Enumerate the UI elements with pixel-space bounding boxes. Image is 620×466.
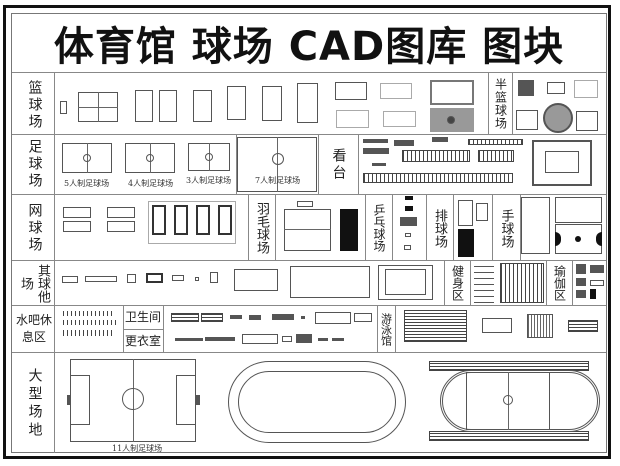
caption-11-a-side: 11人制足球场	[112, 444, 163, 453]
label-tennis: 网球场	[14, 198, 54, 258]
divider	[54, 72, 55, 453]
label-text: 看台	[330, 148, 347, 182]
divider	[470, 260, 471, 305]
label-yoga: 瑜伽区	[546, 262, 572, 304]
label-volleyball: 排球场	[426, 196, 453, 260]
caption-4-a-side: 4人制足球场	[128, 179, 174, 188]
divider	[12, 352, 606, 353]
label-stands: 看台	[318, 140, 358, 190]
divider	[236, 134, 237, 194]
divider	[520, 194, 521, 260]
label-basketball: 篮球场	[14, 78, 54, 132]
divider	[248, 194, 249, 260]
label-other-ball: 其球他场	[14, 262, 54, 304]
divider	[395, 305, 396, 352]
label-text: 半篮球场	[493, 78, 508, 130]
label-text: 网球场	[26, 202, 43, 254]
divider	[12, 260, 606, 261]
divider	[12, 72, 606, 73]
divider	[492, 194, 493, 260]
label-large-venue: 大型场地	[14, 356, 54, 452]
caption-5-a-side: 5人制足球场	[64, 179, 110, 188]
label-half-basketball: 半篮球场	[488, 76, 512, 132]
divider	[377, 305, 378, 352]
divider	[12, 305, 606, 306]
divider	[358, 134, 359, 194]
label-badminton: 羽毛球场	[248, 196, 275, 260]
label-text: 乒乓球场	[372, 204, 386, 252]
label-handball: 手球场	[492, 196, 520, 260]
divider	[572, 260, 573, 305]
divider	[163, 305, 164, 352]
label-text: 其球他场	[18, 263, 50, 303]
label-text: 足球场	[26, 138, 43, 190]
divider	[488, 72, 489, 134]
label-water-bar: 水吧休息区	[14, 307, 54, 351]
label-text: 水吧休息区	[15, 313, 52, 344]
divider	[12, 134, 606, 135]
label-fitness: 健身区	[444, 262, 470, 304]
divider	[426, 194, 427, 260]
divider	[318, 134, 319, 194]
caption-3-a-side: 3人制足球场	[186, 176, 232, 185]
label-text: 羽毛球场	[254, 202, 269, 254]
divider	[123, 305, 124, 352]
divider	[444, 260, 445, 305]
label-text: 手球场	[498, 208, 514, 248]
divider	[512, 72, 513, 134]
label-swimming: 游泳馆	[377, 306, 395, 352]
label-text: 瑜伽区	[552, 265, 567, 301]
divider	[392, 194, 393, 260]
divider	[123, 329, 163, 330]
label-text: 游泳馆	[379, 312, 393, 346]
divider	[275, 194, 276, 260]
outer-frame	[3, 5, 611, 459]
label-text: 健身区	[450, 265, 465, 301]
divider	[546, 260, 547, 305]
label-text: 篮球场	[26, 79, 43, 131]
label-text: 卫生间	[124, 310, 161, 324]
divider	[12, 194, 606, 195]
label-text: 排球场	[432, 208, 447, 248]
label-restroom: 卫生间	[123, 306, 163, 329]
label-text: 大型场地	[26, 368, 43, 440]
page-title: 体育馆 球场 CAD图库 图块	[53, 24, 565, 70]
label-football: 足球场	[14, 137, 54, 191]
divider	[453, 194, 454, 260]
label-table-tennis: 乒乓球场	[365, 196, 392, 260]
divider	[365, 194, 366, 260]
label-locker-room: 更衣室	[123, 330, 163, 352]
caption-7-a-side: 7人制足球场	[255, 176, 301, 185]
label-text: 更衣室	[124, 333, 161, 348]
inner-frame	[11, 13, 607, 453]
